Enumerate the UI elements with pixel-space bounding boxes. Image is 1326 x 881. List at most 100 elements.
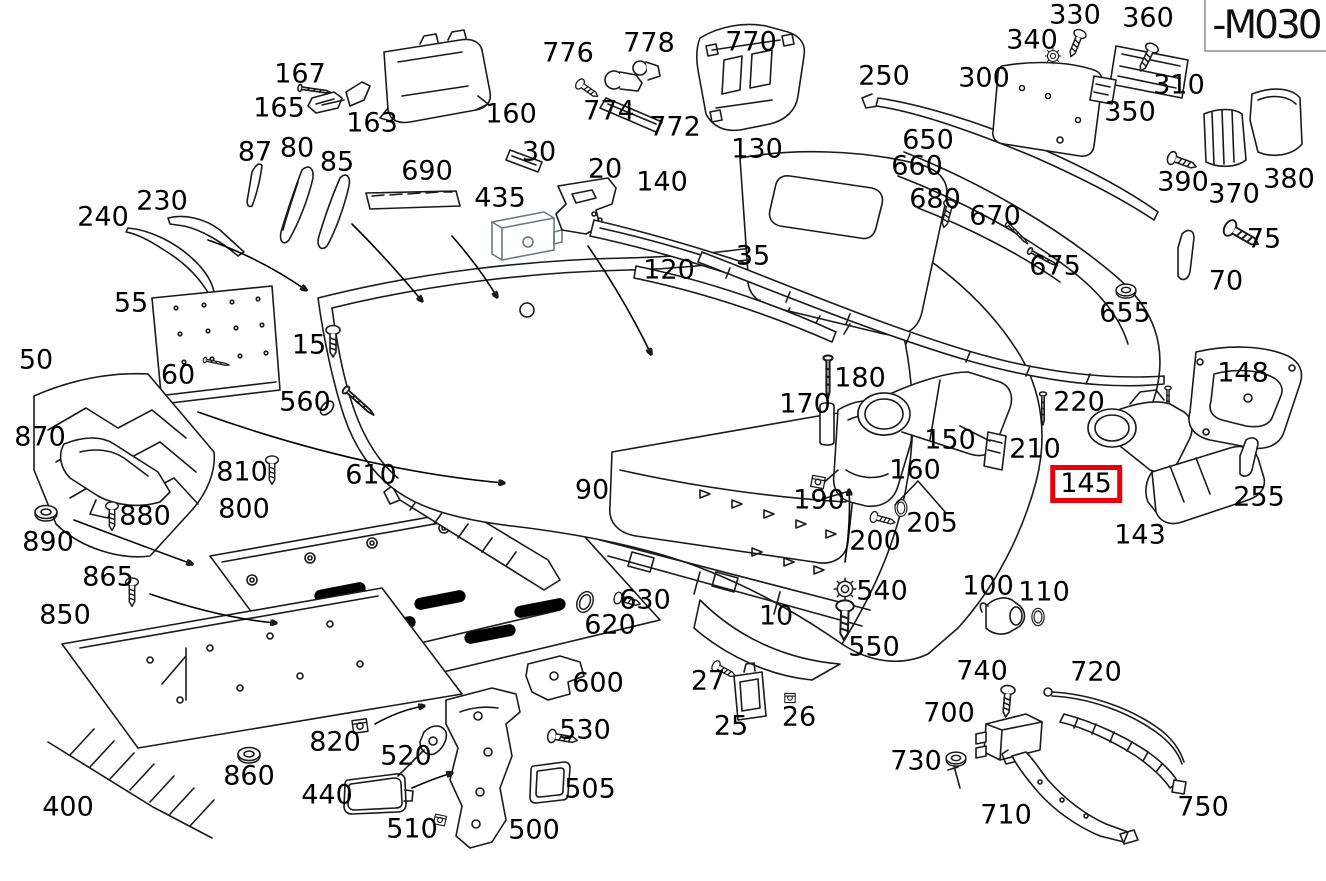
part-label-880[interactable]: 880	[119, 500, 171, 532]
left-panels-drawing	[33, 285, 281, 558]
part-label-130[interactable]: 130	[731, 133, 783, 165]
part-label-740[interactable]: 740	[956, 655, 1008, 687]
part-label-370[interactable]: 370	[1208, 178, 1260, 210]
part-label-143[interactable]: 143	[1114, 519, 1166, 551]
shell-fasteners-drawing	[319, 324, 378, 419]
part-label-670[interactable]: 670	[969, 200, 1021, 232]
part-label-360[interactable]: 360	[1122, 2, 1174, 34]
part-label-150[interactable]: 150	[924, 424, 976, 456]
part-label-15[interactable]: 15	[291, 329, 327, 361]
part-label-165[interactable]: 165	[253, 92, 305, 124]
part-label-255[interactable]: 255	[1233, 481, 1285, 513]
part-label-50[interactable]: 50	[18, 344, 54, 376]
part-label-180[interactable]: 180	[834, 362, 886, 394]
part-label-27[interactable]: 27	[690, 665, 726, 697]
part-label-220[interactable]: 220	[1053, 386, 1105, 418]
part-label-720[interactable]: 720	[1070, 656, 1122, 688]
part-label-620[interactable]: 620	[584, 609, 636, 641]
part-label-860[interactable]: 860	[223, 760, 275, 792]
part-label-163[interactable]: 163	[346, 107, 398, 139]
part-label-160[interactable]: 160	[889, 454, 941, 486]
part-label-167[interactable]: 167	[274, 58, 326, 90]
valance-panels-drawing	[589, 150, 1172, 417]
part-label-650[interactable]: 650	[902, 124, 954, 156]
part-label-205[interactable]: 205	[906, 507, 958, 539]
part-label-778[interactable]: 778	[623, 27, 675, 59]
part-label-774[interactable]: 774	[583, 95, 635, 127]
part-label-680[interactable]: 680	[909, 183, 961, 215]
part-label-380[interactable]: 380	[1263, 163, 1315, 195]
part-label-55[interactable]: 55	[113, 287, 149, 319]
part-label-770[interactable]: 770	[725, 26, 777, 58]
part-label-160[interactable]: 160	[485, 98, 537, 130]
part-label-140[interactable]: 140	[636, 166, 688, 198]
part-label-630[interactable]: 630	[619, 584, 671, 616]
part-label-230[interactable]: 230	[136, 185, 188, 217]
part-label-85[interactable]: 85	[319, 146, 355, 178]
part-label-350[interactable]: 350	[1104, 96, 1156, 128]
part-label-35[interactable]: 35	[735, 240, 771, 272]
part-label-120[interactable]: 120	[643, 254, 695, 286]
part-label-660[interactable]: 660	[891, 150, 943, 182]
part-label-510[interactable]: 510	[386, 813, 438, 845]
part-label-710[interactable]: 710	[980, 799, 1032, 831]
part-label-75[interactable]: 75	[1246, 223, 1282, 255]
part-label-820[interactable]: 820	[309, 726, 361, 758]
selected-part-label[interactable]: 145	[1050, 465, 1122, 503]
part-label-730[interactable]: 730	[890, 745, 942, 777]
bumper-shell-drawing	[317, 225, 1043, 681]
part-label-530[interactable]: 530	[559, 714, 611, 746]
part-label-310[interactable]: 310	[1153, 69, 1205, 101]
part-label-772[interactable]: 772	[649, 111, 701, 143]
part-label-170[interactable]: 170	[779, 388, 831, 420]
part-label-300[interactable]: 300	[958, 62, 1010, 94]
part-label-600[interactable]: 600	[572, 667, 624, 699]
part-label-690[interactable]: 690	[401, 155, 453, 187]
part-label-610[interactable]: 610	[345, 459, 397, 491]
part-label-100[interactable]: 100	[962, 570, 1014, 602]
part-label-560[interactable]: 560	[279, 386, 331, 418]
part-label-520[interactable]: 520	[380, 740, 432, 772]
part-label-250[interactable]: 250	[858, 60, 910, 92]
part-label-30[interactable]: 30	[521, 136, 557, 168]
part-label-60[interactable]: 60	[160, 359, 196, 391]
part-label-340[interactable]: 340	[1006, 24, 1058, 56]
part-label-90[interactable]: 90	[574, 474, 610, 506]
part-label-505[interactable]: 505	[564, 773, 616, 805]
part-label-110[interactable]: 110	[1018, 576, 1070, 608]
part-label-210[interactable]: 210	[1009, 433, 1061, 465]
part-label-400[interactable]: 400	[42, 791, 94, 823]
part-label-87[interactable]: 87	[237, 136, 273, 168]
part-label-890[interactable]: 890	[22, 526, 74, 558]
part-label-390[interactable]: 390	[1157, 166, 1209, 198]
part-label-800[interactable]: 800	[218, 493, 270, 525]
part-label-540[interactable]: 540	[856, 575, 908, 607]
part-label-200[interactable]: 200	[849, 525, 901, 557]
part-label-550[interactable]: 550	[848, 631, 900, 663]
part-label-190[interactable]: 190	[793, 484, 845, 516]
part-label-70[interactable]: 70	[1208, 265, 1244, 297]
part-label-148[interactable]: 148	[1217, 357, 1269, 389]
part-label-20[interactable]: 20	[587, 153, 623, 185]
part-label-776[interactable]: 776	[542, 37, 594, 69]
part-label-26[interactable]: 26	[781, 701, 817, 733]
part-label-700[interactable]: 700	[923, 697, 975, 729]
part-label-870[interactable]: 870	[14, 421, 66, 453]
part-label-330[interactable]: 330	[1049, 0, 1101, 31]
part-label-865[interactable]: 865	[82, 561, 134, 593]
exhaust-trim-drawing	[810, 346, 1303, 642]
part-label-440[interactable]: 440	[301, 779, 353, 811]
part-label-810[interactable]: 810	[216, 456, 268, 488]
part-label-240[interactable]: 240	[77, 201, 129, 233]
part-label-655[interactable]: 655	[1099, 297, 1151, 329]
part-label-10[interactable]: 10	[758, 600, 794, 632]
part-label-80[interactable]: 80	[279, 132, 315, 164]
assembly-arrows	[73, 223, 850, 789]
part-label-850[interactable]: 850	[39, 599, 91, 631]
part-label-435[interactable]: 435	[474, 182, 526, 214]
part-label-25[interactable]: 25	[713, 710, 749, 742]
group-code-box: -M030	[1204, 0, 1326, 52]
part-label-675[interactable]: 675	[1029, 250, 1081, 282]
part-label-500[interactable]: 500	[508, 814, 560, 846]
part-label-750[interactable]: 750	[1177, 791, 1229, 823]
